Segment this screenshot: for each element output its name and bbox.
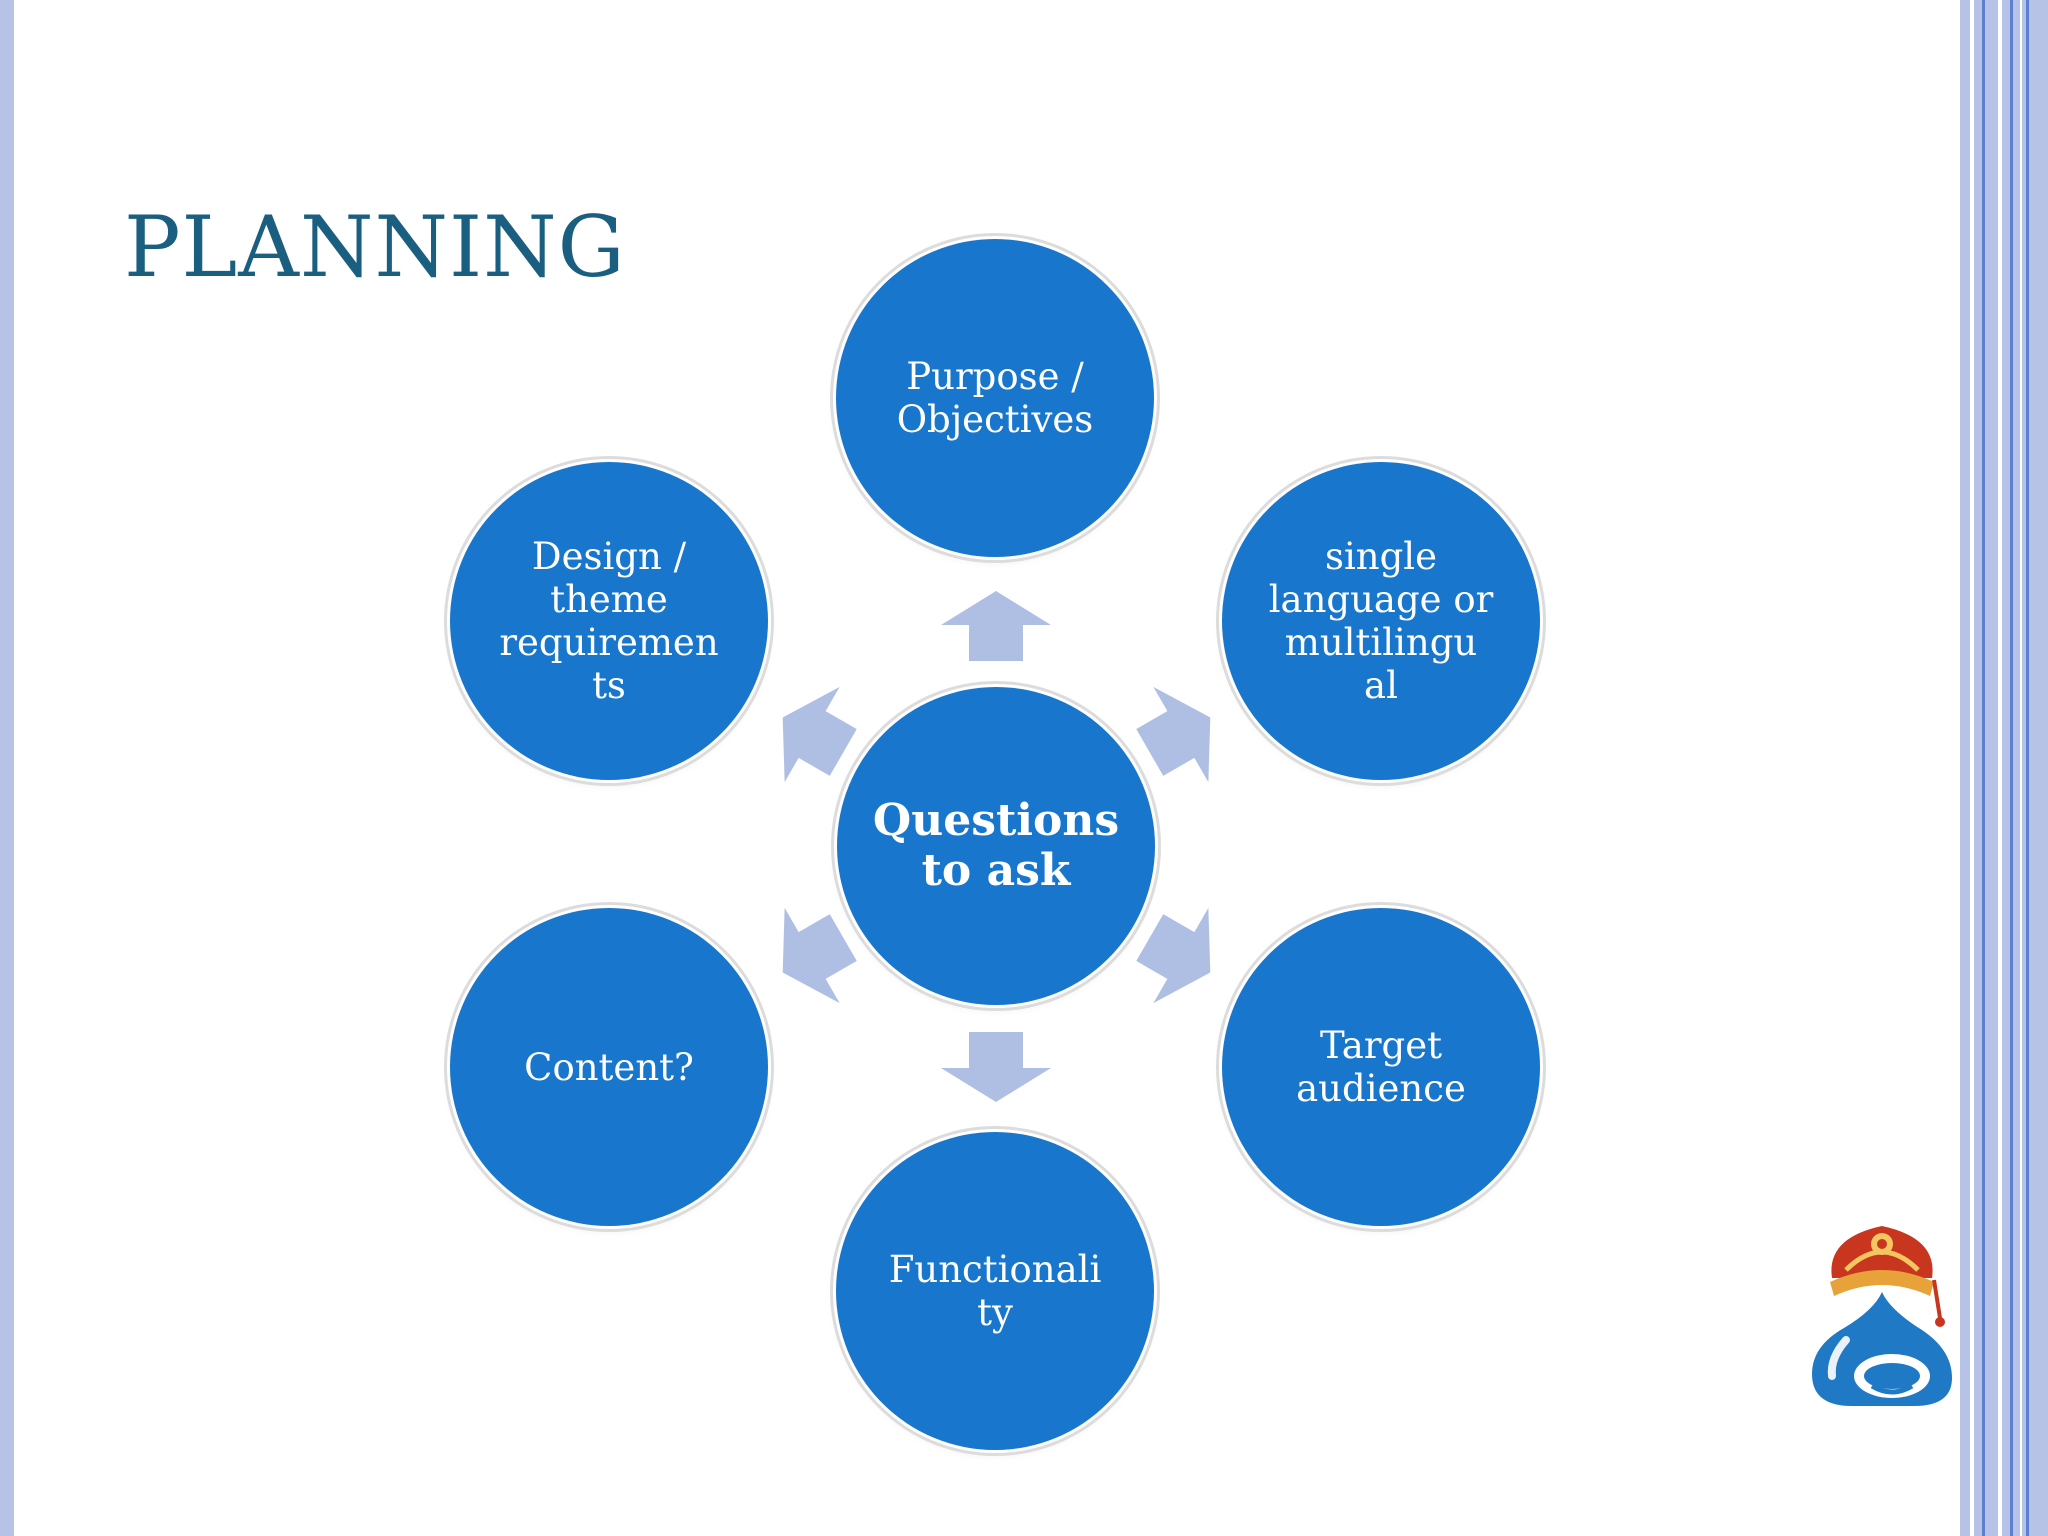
arrow-down-right-icon bbox=[1136, 907, 1211, 1004]
node-target-audience: Target audience bbox=[1222, 908, 1540, 1226]
arrow-up-icon bbox=[941, 591, 1051, 661]
arrow-up-right-icon bbox=[1136, 686, 1211, 783]
right-border-band bbox=[1960, 0, 2048, 1536]
node-label: Functionali ty bbox=[888, 1248, 1102, 1334]
node-label: single language or multilingu al bbox=[1268, 535, 1494, 707]
node-purpose-objectives: Purpose / Objectives bbox=[836, 239, 1154, 557]
node-functionality: Functionali ty bbox=[836, 1132, 1154, 1450]
arrow-up-left-icon bbox=[782, 686, 857, 783]
left-border-band bbox=[0, 0, 14, 1536]
arrow-down-left-icon bbox=[782, 907, 857, 1004]
node-content: Content? bbox=[450, 908, 768, 1226]
node-language: single language or multilingu al bbox=[1222, 462, 1540, 780]
node-label: Content? bbox=[524, 1045, 694, 1089]
arrow-down-icon bbox=[941, 1032, 1051, 1102]
drupal-mascot-icon bbox=[1812, 1226, 1952, 1406]
slide-title: PLANNING bbox=[124, 198, 626, 296]
node-label: Purpose / Objectives bbox=[896, 355, 1094, 441]
node-label: Design / theme requiremen ts bbox=[499, 535, 719, 707]
node-design-theme: Design / theme requiremen ts bbox=[450, 462, 768, 780]
center-node-label: Questions to ask bbox=[872, 795, 1120, 896]
node-label: Target audience bbox=[1296, 1024, 1466, 1110]
center-node-questions: Questions to ask bbox=[837, 687, 1155, 1005]
